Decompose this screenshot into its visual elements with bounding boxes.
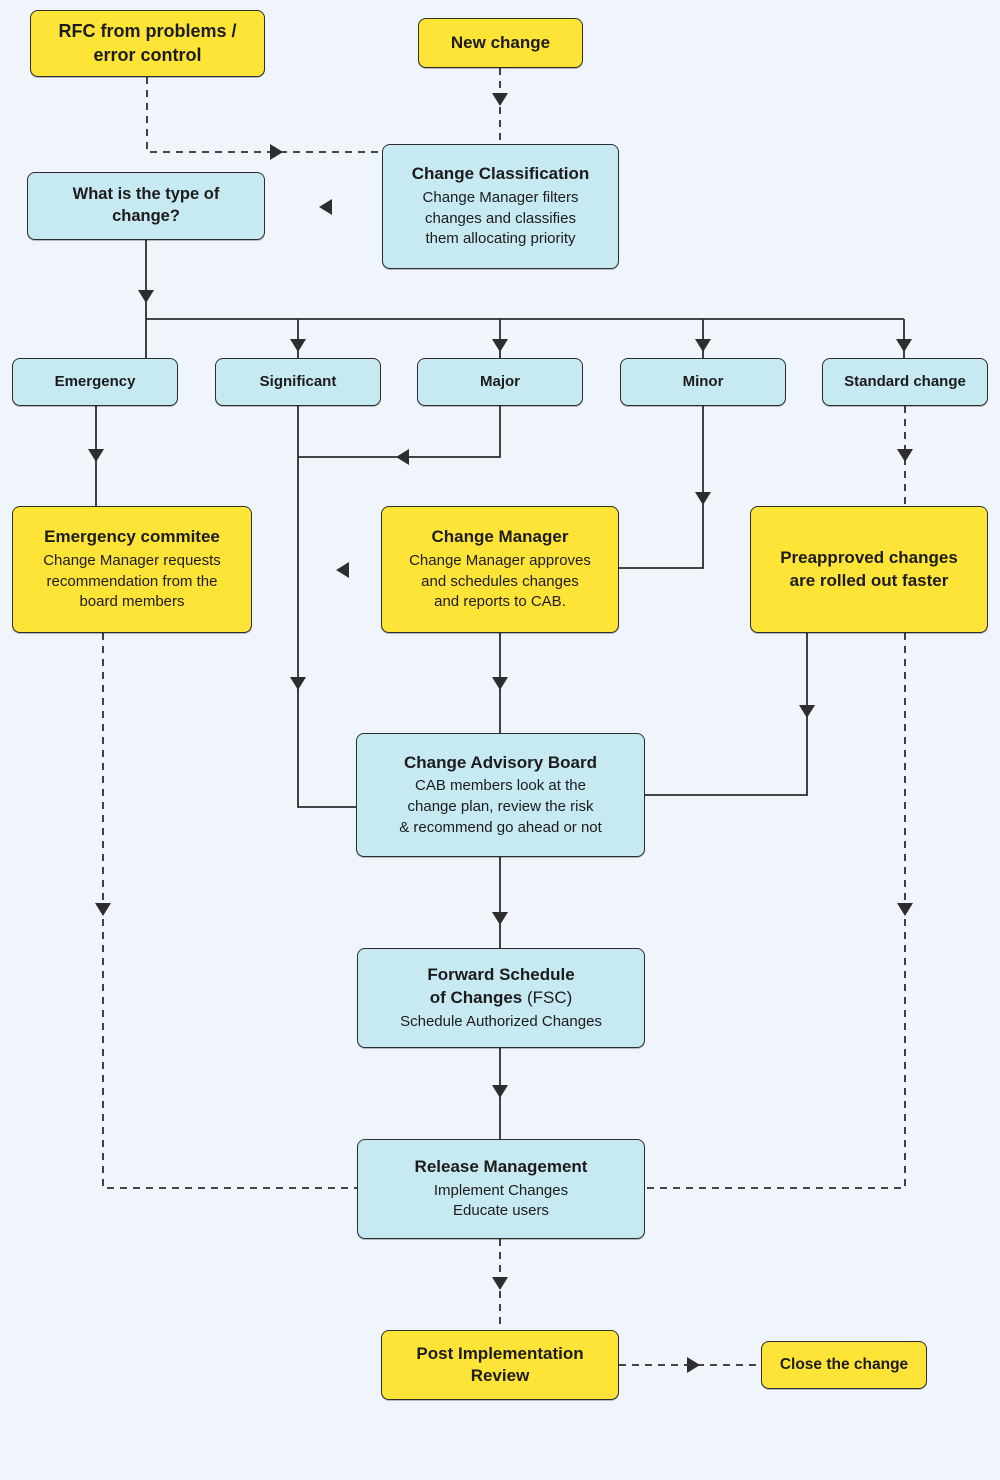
node-rfc: RFC from problems / error control bbox=[30, 10, 265, 77]
node-fsc-body: Schedule Authorized Changes bbox=[400, 1012, 602, 1030]
node-minor-label: Minor bbox=[682, 373, 724, 391]
node-new-change: New change bbox=[418, 18, 583, 68]
node-post-implementation-review: Post Implementation Review bbox=[381, 1330, 619, 1400]
arrowhead-down-icon bbox=[896, 339, 912, 352]
node-rfc-label: RFC from problems / error control bbox=[58, 20, 237, 65]
arrowhead-down-icon bbox=[492, 93, 508, 106]
node-fsc-title-line2-bold: of Changes bbox=[429, 987, 523, 1007]
node-emergency-committee: Emergency commitee Change Manager reques… bbox=[12, 506, 252, 633]
node-close-change-label: Close the change bbox=[779, 1355, 909, 1373]
arrowhead-down-icon bbox=[492, 677, 508, 690]
node-release-management-body: Implement Changes Educate users bbox=[433, 1181, 569, 1220]
arrowhead-down-icon bbox=[492, 339, 508, 352]
arrowhead-left-icon bbox=[319, 199, 332, 215]
node-significant-label: Significant bbox=[259, 373, 337, 391]
arrowhead-down-icon bbox=[492, 912, 508, 925]
arrowhead-left-icon bbox=[336, 562, 349, 578]
edge-rfc-to-classification bbox=[146, 77, 382, 153]
arrowhead-down-icon bbox=[95, 903, 111, 916]
arrowhead-down-icon bbox=[492, 1085, 508, 1098]
edge-committee-to-release bbox=[102, 633, 357, 1189]
node-standard-change-label: Standard change bbox=[844, 373, 966, 391]
node-major-label: Major bbox=[479, 373, 520, 391]
edge-minor-to-change-manager bbox=[619, 406, 704, 569]
node-close-change: Close the change bbox=[761, 1341, 927, 1389]
arrowhead-down-icon bbox=[290, 339, 306, 352]
node-new-change-label: New change bbox=[450, 32, 551, 52]
node-fsc-title-line2: of Changes (FSC) bbox=[430, 987, 573, 1010]
node-change-manager: Change Manager Change Manager approves a… bbox=[381, 506, 619, 633]
node-fsc: Forward Schedule of Changes (FSC) Schedu… bbox=[357, 948, 645, 1048]
node-fsc-title-line2-suffix: (FSC) bbox=[522, 987, 573, 1007]
node-fsc-title-line1: Forward Schedule bbox=[427, 964, 575, 984]
node-release-management-title: Release Management bbox=[414, 1156, 588, 1176]
node-emergency-committee-body: Change Manager requests recommendation f… bbox=[43, 551, 221, 611]
node-cab-body: CAB members look at the change plan, rev… bbox=[399, 777, 602, 836]
node-emergency-label: Emergency bbox=[54, 373, 136, 391]
node-what-type: What is the type of change? bbox=[27, 172, 265, 240]
node-emergency: Emergency bbox=[12, 358, 178, 406]
node-change-manager-title: Change Manager bbox=[431, 527, 569, 546]
arrowhead-down-icon bbox=[695, 492, 711, 505]
node-what-type-label: What is the type of change? bbox=[72, 185, 220, 225]
edge-significant-to-cab bbox=[297, 406, 356, 808]
edge-preapproved-to-release bbox=[645, 633, 906, 1189]
arrowhead-down-icon bbox=[897, 449, 913, 462]
arrowhead-down-icon bbox=[897, 903, 913, 916]
node-cab-title: Change Advisory Board bbox=[403, 752, 598, 772]
node-emergency-committee-title: Emergency commitee bbox=[44, 527, 220, 546]
edge-major-to-significant-line bbox=[298, 406, 501, 458]
arrowhead-down-icon bbox=[88, 449, 104, 462]
arrowhead-down-icon bbox=[799, 705, 815, 718]
edge-preapproved-to-cab bbox=[645, 633, 808, 796]
arrowhead-down-icon bbox=[492, 1277, 508, 1290]
arrowhead-right-icon bbox=[687, 1357, 700, 1373]
node-change-manager-body: Change Manager approves and schedules ch… bbox=[409, 551, 591, 611]
node-preapproved: Preapproved changes are rolled out faste… bbox=[750, 506, 988, 633]
node-preapproved-label: Preapproved changes are rolled out faste… bbox=[780, 548, 958, 590]
node-release-management: Release Management Implement Changes Edu… bbox=[357, 1139, 645, 1239]
node-change-classification-body: Change Manager filters changes and class… bbox=[422, 188, 579, 248]
arrowhead-down-icon bbox=[290, 677, 306, 690]
node-major: Major bbox=[417, 358, 583, 406]
node-change-classification: Change Classification Change Manager fil… bbox=[382, 144, 619, 269]
node-change-classification-title: Change Classification bbox=[411, 164, 590, 183]
node-post-implementation-review-label: Post Implementation Review bbox=[416, 1343, 584, 1385]
arrowhead-right-icon bbox=[270, 144, 283, 160]
node-significant: Significant bbox=[215, 358, 381, 406]
node-minor: Minor bbox=[620, 358, 786, 406]
arrowhead-left-icon bbox=[396, 449, 409, 465]
arrowhead-down-icon bbox=[138, 290, 154, 303]
node-standard-change: Standard change bbox=[822, 358, 988, 406]
node-cab: Change Advisory Board CAB members look a… bbox=[356, 733, 645, 857]
arrowhead-down-icon bbox=[695, 339, 711, 352]
